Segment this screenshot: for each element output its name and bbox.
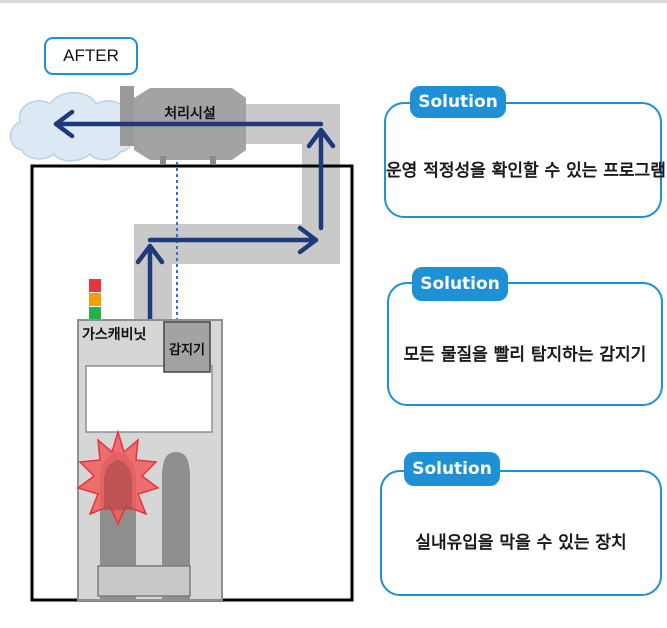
gas-cabinet-label: 가스캐비닛 [82, 327, 147, 343]
gas-cylinder-right [162, 452, 190, 600]
treatment-facility-label: 처리시설 [164, 106, 216, 122]
solution-description-3: 실내유입을 막을 수 있는 장치 [415, 533, 627, 553]
solution-tag-1: Solution [410, 86, 506, 118]
solution-description-2: 모든 물질을 빨리 탐지하는 감지기 [403, 345, 647, 365]
stage-label: AFTER [44, 37, 138, 75]
solution-card-3: 실내유입을 막을 수 있는 장치 [380, 470, 662, 596]
top-rule [0, 0, 667, 3]
cloud-icon [9, 92, 136, 162]
detector: 감지기 [163, 321, 211, 373]
status-light [89, 279, 101, 321]
solution-tag-2: Solution [412, 267, 508, 301]
gas-cabinet: 가스캐비닛 [76, 319, 223, 601]
detector-label: 감지기 [169, 343, 205, 358]
cylinder-base [97, 565, 191, 597]
solution-tag-3: Solution [404, 452, 500, 486]
flow-arrows [53, 109, 336, 325]
solution-card-1: 운영 적정성을 확인할 수 있는 프로그램 [384, 102, 666, 218]
solution-card-2: 모든 물질을 빨리 탐지하는 감지기 [387, 282, 663, 406]
solution-description-1: 운영 적정성을 확인할 수 있는 프로그램 [386, 161, 666, 181]
cabinet-window [85, 365, 213, 433]
